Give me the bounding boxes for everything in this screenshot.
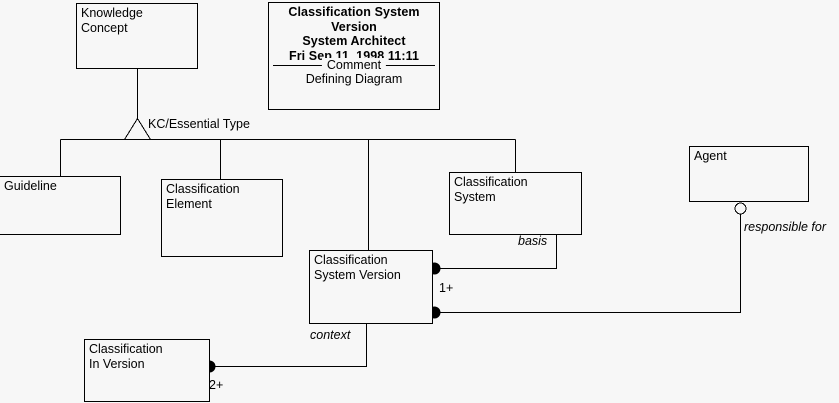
class-node-guideline[interactable]: Guideline <box>0 176 121 235</box>
class-node-classification-in-version[interactable]: Classification In Version <box>84 339 210 402</box>
optional-multiplicity-circle <box>734 202 747 215</box>
class-node-classification-system[interactable]: Classification System <box>449 172 582 235</box>
diagram-title-block: Classification System Version System Arc… <box>268 2 440 110</box>
title-line-subject: Classification System <box>288 5 420 19</box>
comment-legend: Comment <box>321 58 387 73</box>
edge-label-kc-essential-type: KC/Essential Type <box>148 117 250 131</box>
class-node-knowledge-concept[interactable]: Knowledge Concept <box>76 3 198 69</box>
class-node-classification-system-version[interactable]: Classification System Version <box>309 250 433 324</box>
edge-classification-in-version-to-csv-context <box>209 323 367 367</box>
class-node-agent[interactable]: Agent <box>689 146 809 202</box>
multiplicity-label-one-plus: 1+ <box>439 281 454 295</box>
multiplicity-label-two-plus: 2+ <box>209 378 224 392</box>
edge-label-responsible-for: responsible for <box>744 220 826 234</box>
edge-classification-system-to-csv-basis <box>432 234 557 269</box>
edge-agent-to-csv-responsible-for <box>432 214 741 313</box>
edge-label-context: context <box>310 328 351 342</box>
generalization-triangle <box>123 117 152 140</box>
class-node-classification-element[interactable]: Classification Element <box>161 179 283 257</box>
title-line-timestamp: Fri Sep 11, 1998 11:11 <box>288 48 420 63</box>
title-line-author: System Architect <box>302 34 406 48</box>
comment-body: Defining Diagram <box>305 72 403 86</box>
comment-separator: Comment <box>273 58 435 73</box>
edge-label-basis: basis <box>518 234 548 248</box>
title-line-subject-cont: Version <box>331 19 377 34</box>
